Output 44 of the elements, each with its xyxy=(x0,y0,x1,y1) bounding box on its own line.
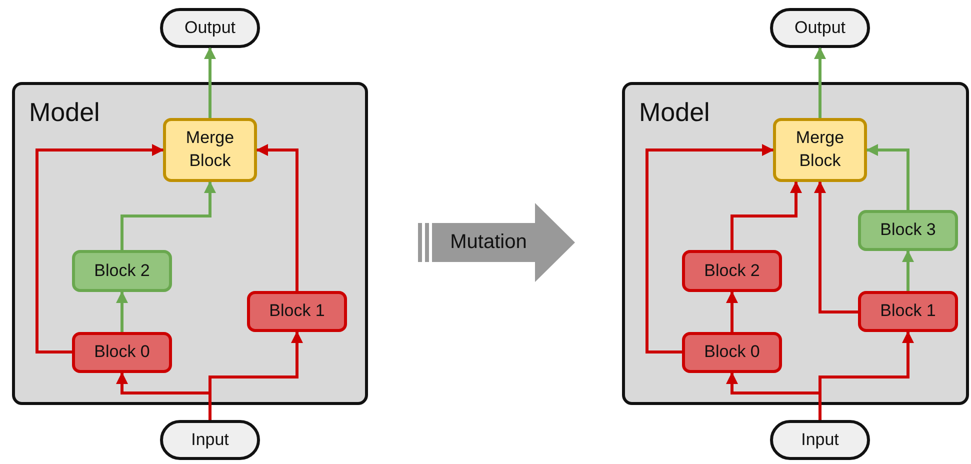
model-container xyxy=(12,82,368,405)
process-box xyxy=(773,118,867,182)
terminal-node xyxy=(770,8,870,48)
node-label: Block 1 xyxy=(879,300,937,322)
arrow xyxy=(256,144,298,291)
node-label: Block 1 xyxy=(268,300,326,322)
node-label: Block 2 xyxy=(703,260,761,282)
node-label: Output xyxy=(183,16,237,39)
arrow xyxy=(116,291,128,332)
node-label: Block 0 xyxy=(93,341,151,364)
process-box xyxy=(858,291,958,332)
arrow xyxy=(866,144,910,210)
arrow xyxy=(902,250,914,291)
process-box xyxy=(682,332,782,373)
node-label: Merge Block xyxy=(794,127,846,172)
block-arrow xyxy=(418,203,575,282)
node-label: Mutation xyxy=(449,230,528,255)
arrow xyxy=(204,47,216,118)
terminal-node xyxy=(160,8,260,48)
node-label: Input xyxy=(190,428,230,451)
arrow xyxy=(36,144,164,354)
process-box xyxy=(72,250,172,292)
arrow xyxy=(726,291,738,332)
node-label: Block 0 xyxy=(703,341,761,364)
arrow xyxy=(730,181,802,250)
terminal-node xyxy=(770,420,870,460)
node-label: Input xyxy=(800,428,840,451)
arrow xyxy=(646,144,774,354)
node-label: Block 2 xyxy=(93,260,151,282)
process-box xyxy=(72,332,172,373)
process-box xyxy=(163,118,257,182)
process-box xyxy=(858,210,958,251)
arrow xyxy=(814,181,858,314)
arrow xyxy=(814,47,826,118)
process-box xyxy=(247,291,347,332)
terminal-node xyxy=(160,420,260,460)
group-title: Model xyxy=(639,99,710,125)
node-label: Output xyxy=(793,16,847,39)
process-box xyxy=(682,250,782,292)
model-container xyxy=(622,82,969,405)
node-label: Merge Block xyxy=(184,127,236,172)
arrow xyxy=(120,181,216,250)
group-title: Model xyxy=(29,99,100,125)
node-label: Block 3 xyxy=(879,219,937,242)
